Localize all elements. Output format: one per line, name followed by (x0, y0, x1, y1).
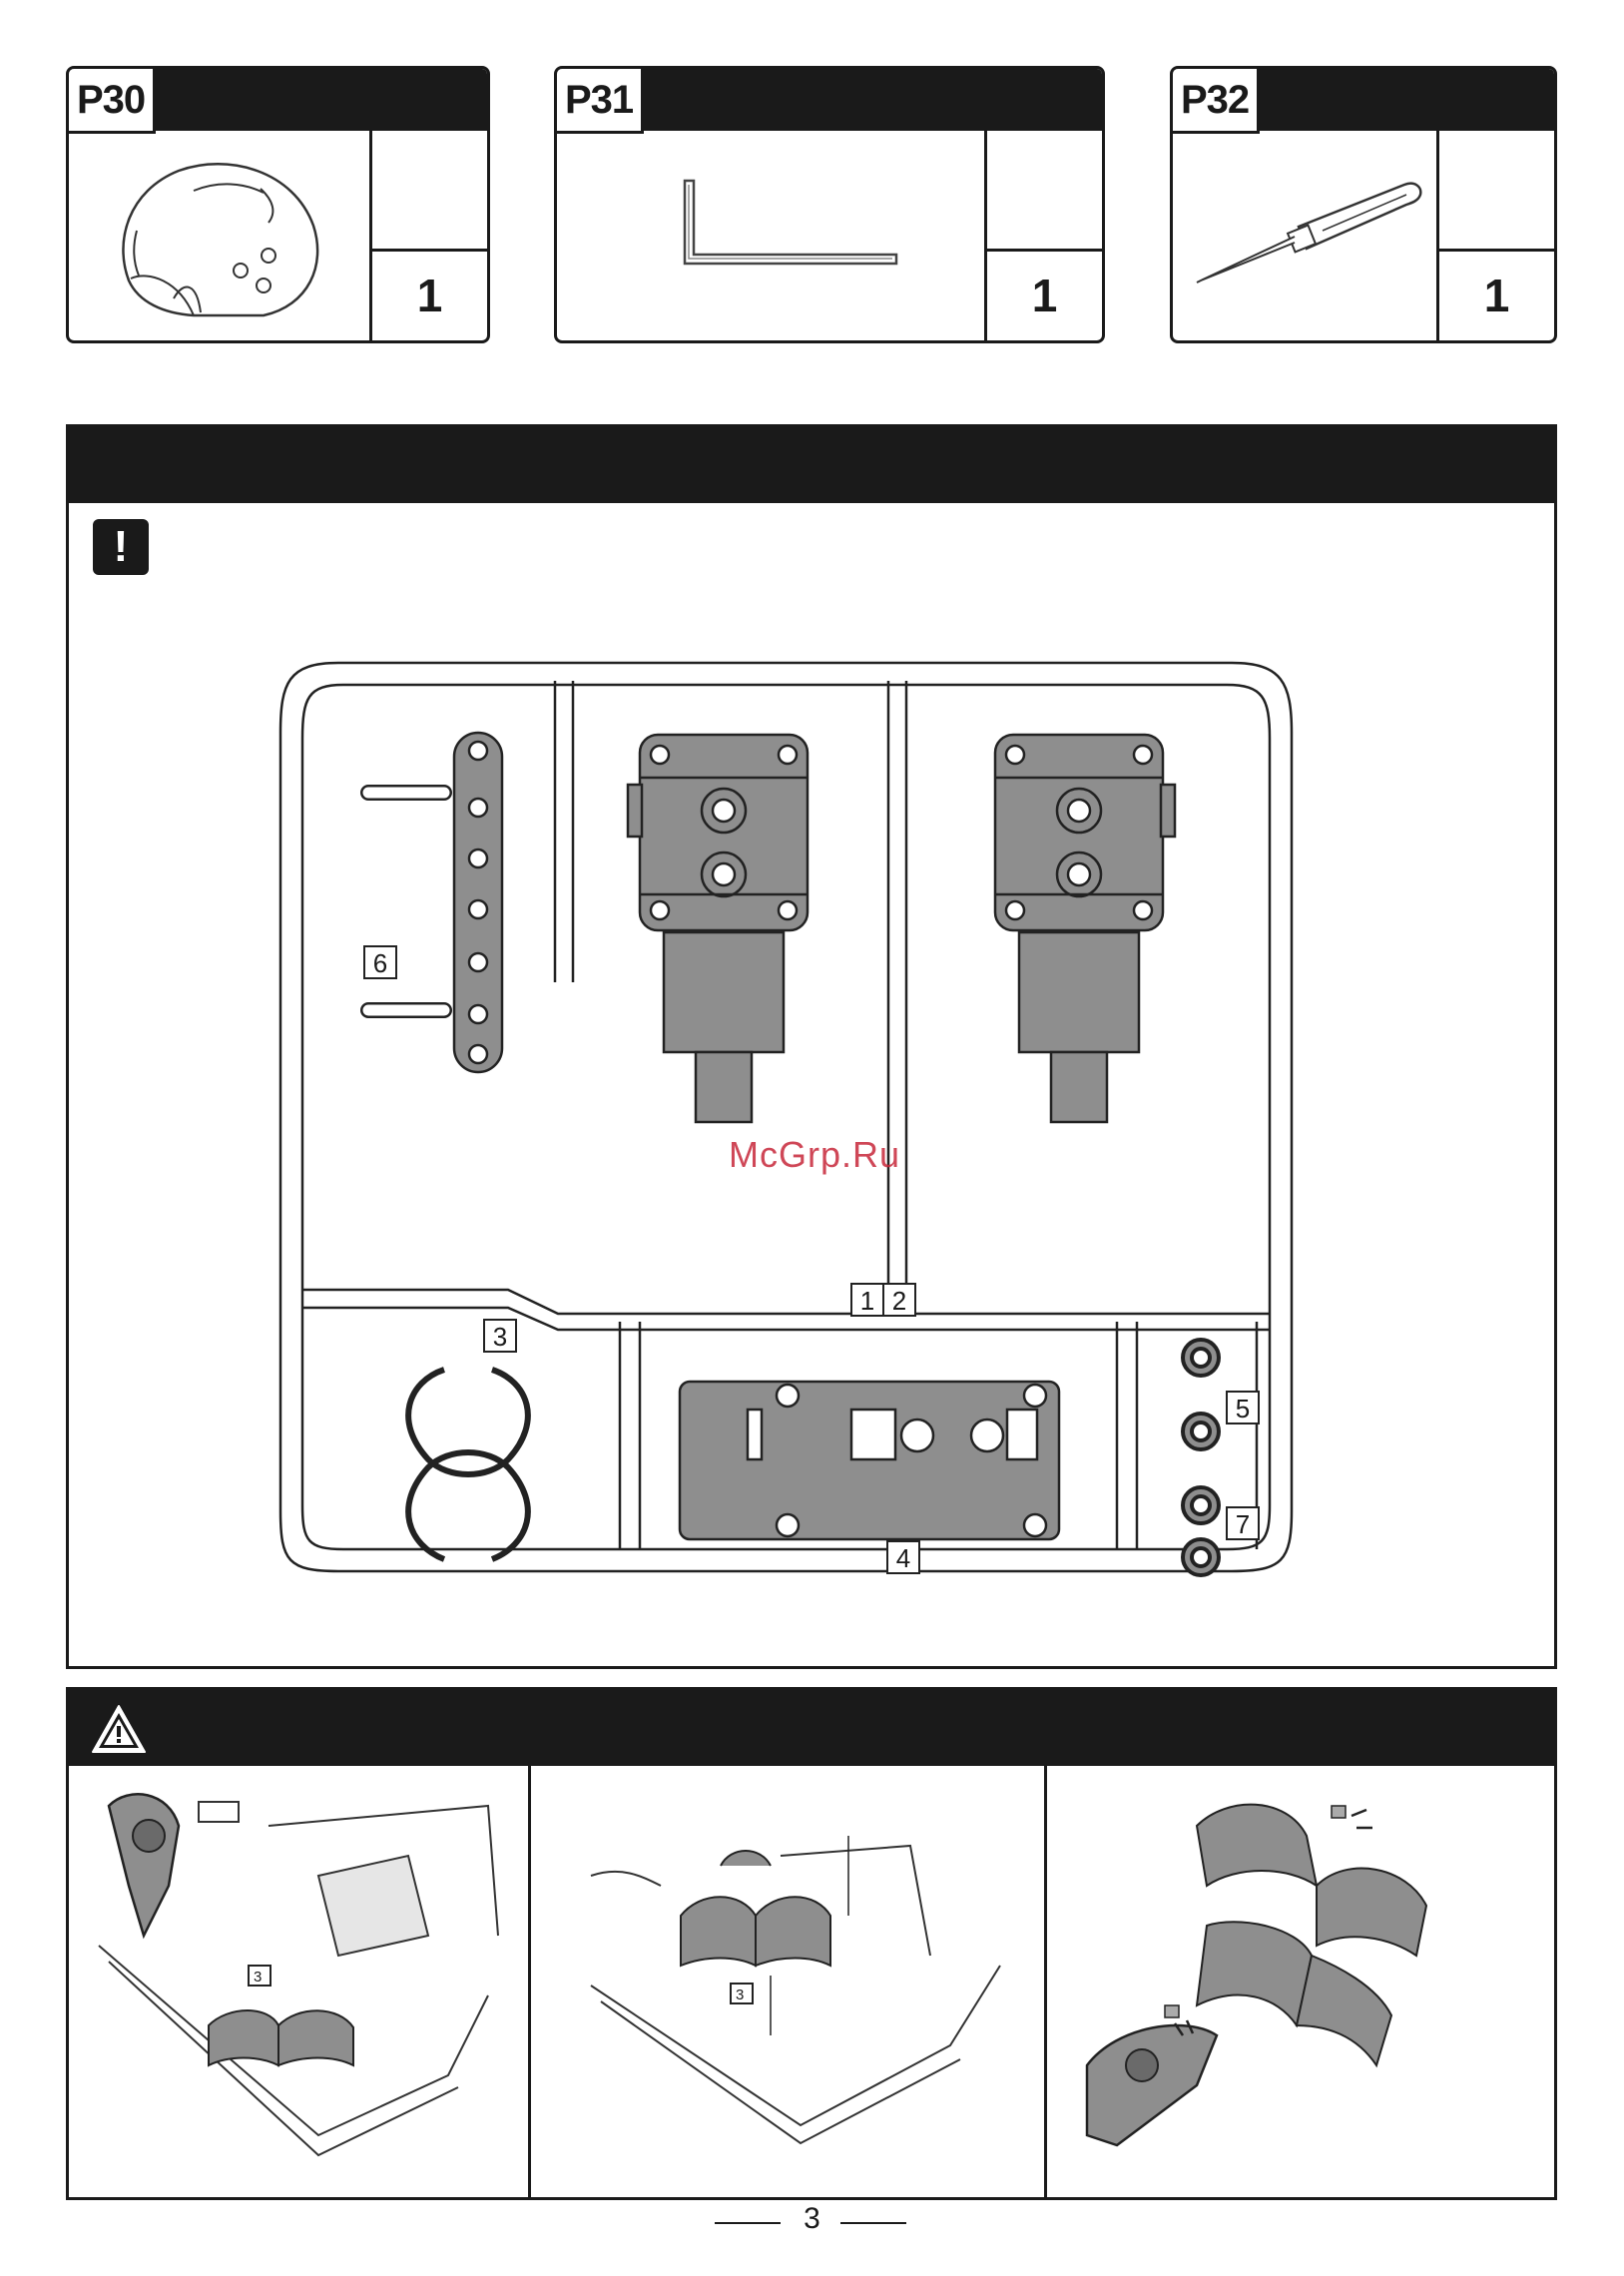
sprue-part-4 (680, 1382, 1059, 1539)
sprue-label-5: 5 (1236, 1394, 1250, 1423)
part-qty: 1 (1439, 252, 1554, 340)
part-qty-column: 1 (1436, 131, 1554, 340)
part-qty: 1 (987, 252, 1102, 340)
part-card-p31: P31 1 (554, 66, 1105, 343)
warning-section: 3 3 (66, 1687, 1557, 2200)
step-callout-3: 3 (736, 1987, 744, 2003)
part-card-p32: P32 1 (1170, 66, 1557, 343)
sprue-part-2 (995, 735, 1175, 1122)
sprue-label-4: 4 (896, 1543, 910, 1573)
sprue-label-6: 6 (373, 948, 387, 978)
sprue-label-7: 7 (1236, 1509, 1250, 1539)
warning-triangle-icon (89, 1702, 149, 1756)
part-qty-column: 1 (984, 131, 1102, 340)
sprue-label-1: 1 (860, 1286, 874, 1316)
sprue-label-3: 3 (493, 1322, 507, 1352)
sprue-part-6 (368, 733, 502, 1072)
sprue-bushings (1183, 1340, 1219, 1575)
sprue-section: ! (66, 424, 1557, 1669)
part-id-label: P31 (557, 69, 644, 134)
sprue-label-2: 2 (892, 1286, 906, 1316)
step-callout-3: 3 (254, 1969, 262, 1986)
section-header-bar (69, 427, 1554, 503)
part-id-label: P32 (1173, 69, 1260, 134)
step-panel-1: 3 (69, 1766, 528, 2197)
sprue-diagram: 6 1 2 3 5 7 4 (69, 503, 1554, 1666)
sprue-part-1 (628, 735, 808, 1122)
section-header-bar (69, 1690, 1554, 1766)
screwdriver-part-icon (1173, 131, 1439, 340)
page-number-rule-right (840, 2222, 906, 2224)
part-qty-column: 1 (369, 131, 487, 340)
allen-key-part-icon (557, 131, 987, 340)
watermark-text: McGrp.Ru (729, 1134, 900, 1176)
part-card-p30: P30 1 (66, 66, 490, 343)
part-qty: 1 (372, 252, 487, 340)
helmet-shell-part-icon (69, 131, 372, 340)
step-panel-2: 3 (531, 1766, 1044, 2197)
step-panel-3 (1047, 1766, 1554, 2197)
sprue-part-3 (408, 1370, 528, 1559)
page-number: 3 (0, 2201, 1624, 2237)
part-id-label: P30 (69, 69, 156, 134)
